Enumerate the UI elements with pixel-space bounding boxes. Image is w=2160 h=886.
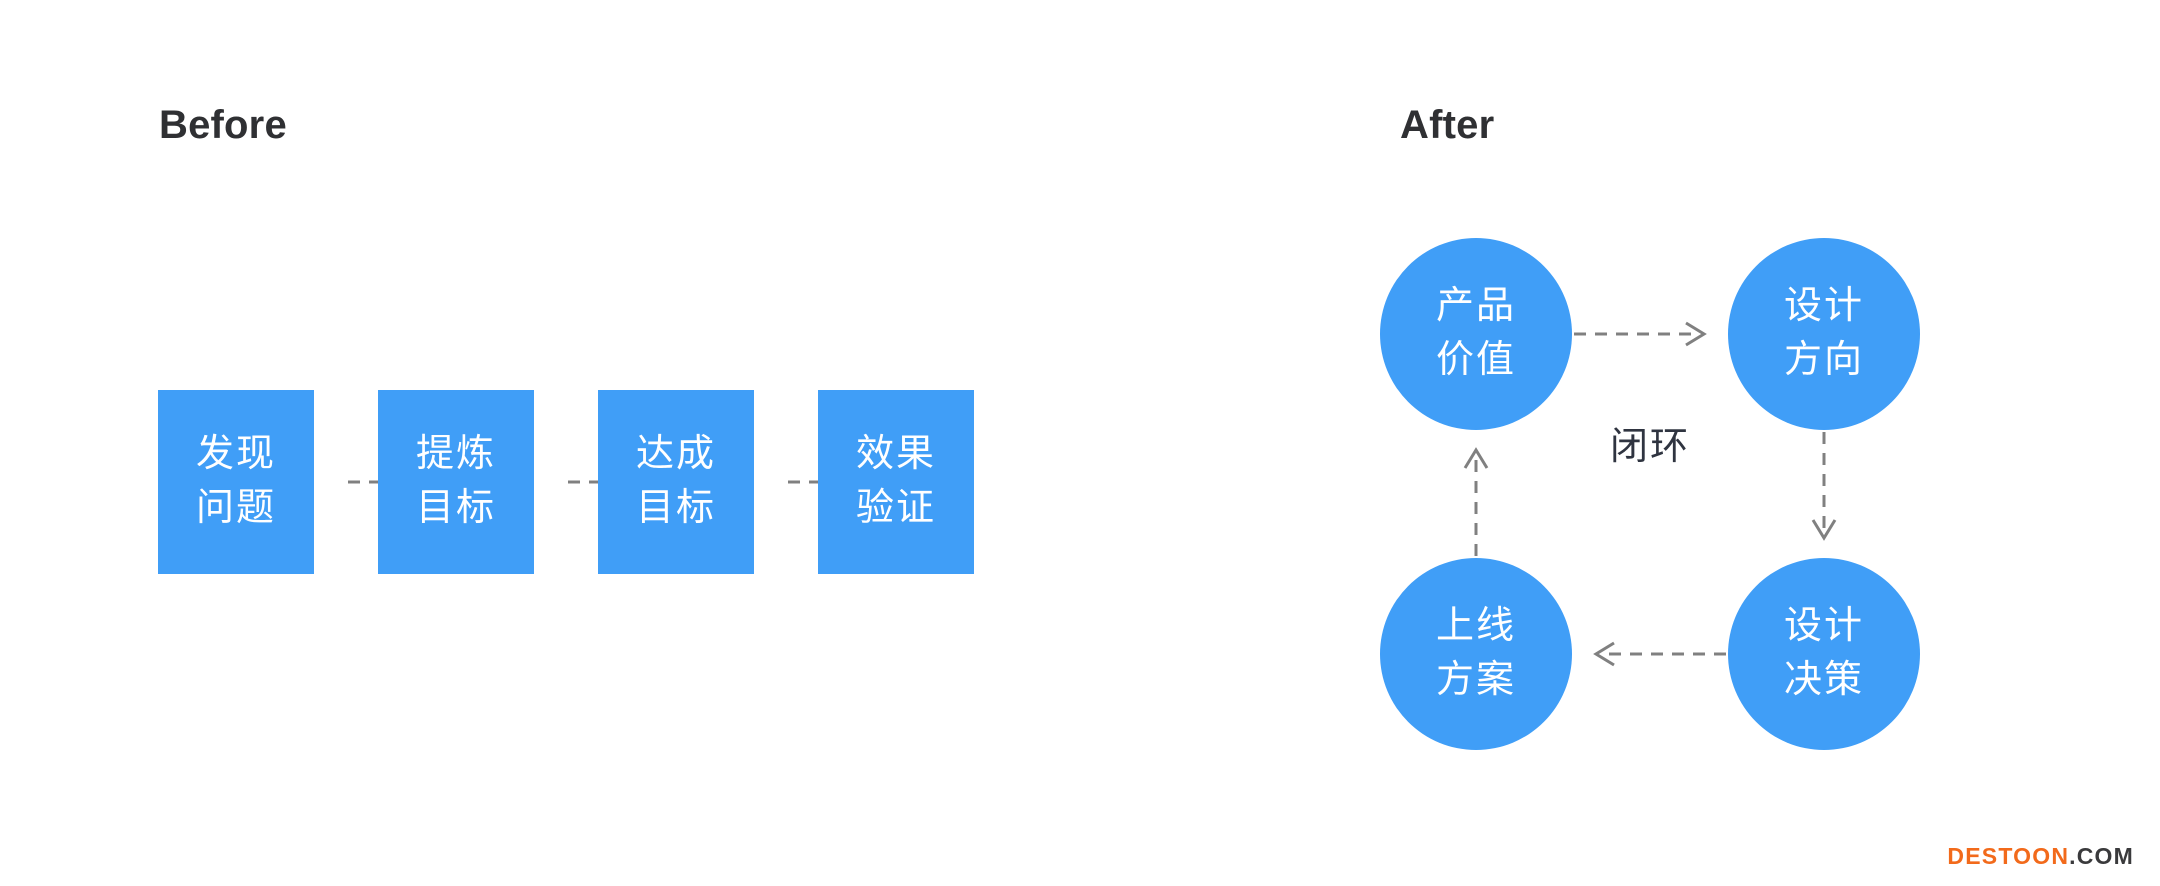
watermark: DESTOON.COM [1947,845,2134,868]
loop-node-design-direction: 设计 方向 [1728,238,1920,430]
loop-node-line2: 方案 [1435,659,1516,701]
flow-step-line1: 提炼 [415,433,496,476]
loop-node-launch-plan: 上线 方案 [1380,558,1572,750]
loop-arrow-product-value-to-design-direction [1574,321,1707,347]
loop-arrow-design-decision-to-launch-plan [1593,641,1726,667]
flow-step-line1: 发现 [195,433,276,476]
flow-step-line2: 验证 [855,487,936,529]
loop-node-design-decision: 设计 决策 [1728,558,1920,750]
flow-step-line2: 目标 [415,487,496,529]
before-section-title: Before [159,103,287,147]
loop-center-label: 闭环 [1609,426,1690,468]
flow-step-line1: 达成 [635,433,716,476]
before-flow-diagram: 发现 问题 提炼 目标 达成 目标 效果 验证 [158,390,978,574]
flow-step-line2: 目标 [635,487,716,529]
flow-step-achieve-goal: 达成 目标 [598,390,754,574]
loop-node-line1: 设计 [1783,605,1864,648]
loop-node-line1: 产品 [1435,285,1516,328]
flow-step-verify-effect: 效果 验证 [818,390,974,574]
watermark-brand: DESTOON [1947,843,2070,869]
loop-node-line1: 设计 [1783,285,1864,328]
after-loop-diagram: 产品 价值 设计 方向 设计 决策 上线 方案 [1380,238,1920,750]
watermark-tld: .COM [2069,843,2134,869]
flow-step-line2: 问题 [195,487,276,529]
loop-node-product-value: 产品 价值 [1380,238,1572,430]
loop-node-line1: 上线 [1435,605,1516,648]
after-section-title: After [1400,103,1495,147]
flow-step-line1: 效果 [855,433,936,476]
flow-step-discover-problem: 发现 问题 [158,390,314,574]
flow-step-extract-goal: 提炼 目标 [378,390,534,574]
loop-node-line2: 方向 [1783,339,1864,381]
loop-node-line2: 决策 [1783,659,1864,701]
loop-node-line2: 价值 [1435,339,1516,381]
